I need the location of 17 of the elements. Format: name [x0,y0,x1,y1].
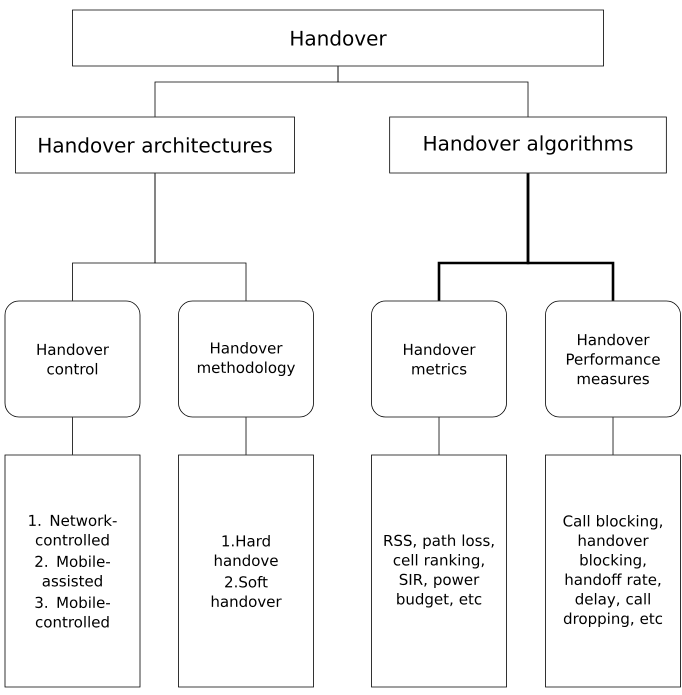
connector-line [612,417,614,455]
category-box: Handover methodology [178,300,314,418]
category-box: Handover control [4,300,140,418]
connector-line [154,173,246,301]
heading-box: Handover algorithms [389,116,667,174]
connector-line [338,66,528,117]
detail-box: 1. Network-controlled 2. Mobile-assisted 3. Mobile-controlled [4,454,140,688]
category-box: Handover metrics [371,300,507,418]
connector-line [438,417,440,455]
connector-line [526,173,614,301]
connector-line [72,417,73,455]
detail-box: Call blocking, handover blocking, handoff rate, delay, call dropping, etc [545,454,681,688]
detail-box: 1.Hard handove 2.Soft handover [178,454,314,688]
heading-box: Handover architectures [15,116,295,174]
heading-box: Handover [72,10,604,66]
category-box: Handover Performance measures [545,300,681,418]
detail-box: RSS, path loss, cell ranking, SIR, power budget, etc [371,454,507,688]
